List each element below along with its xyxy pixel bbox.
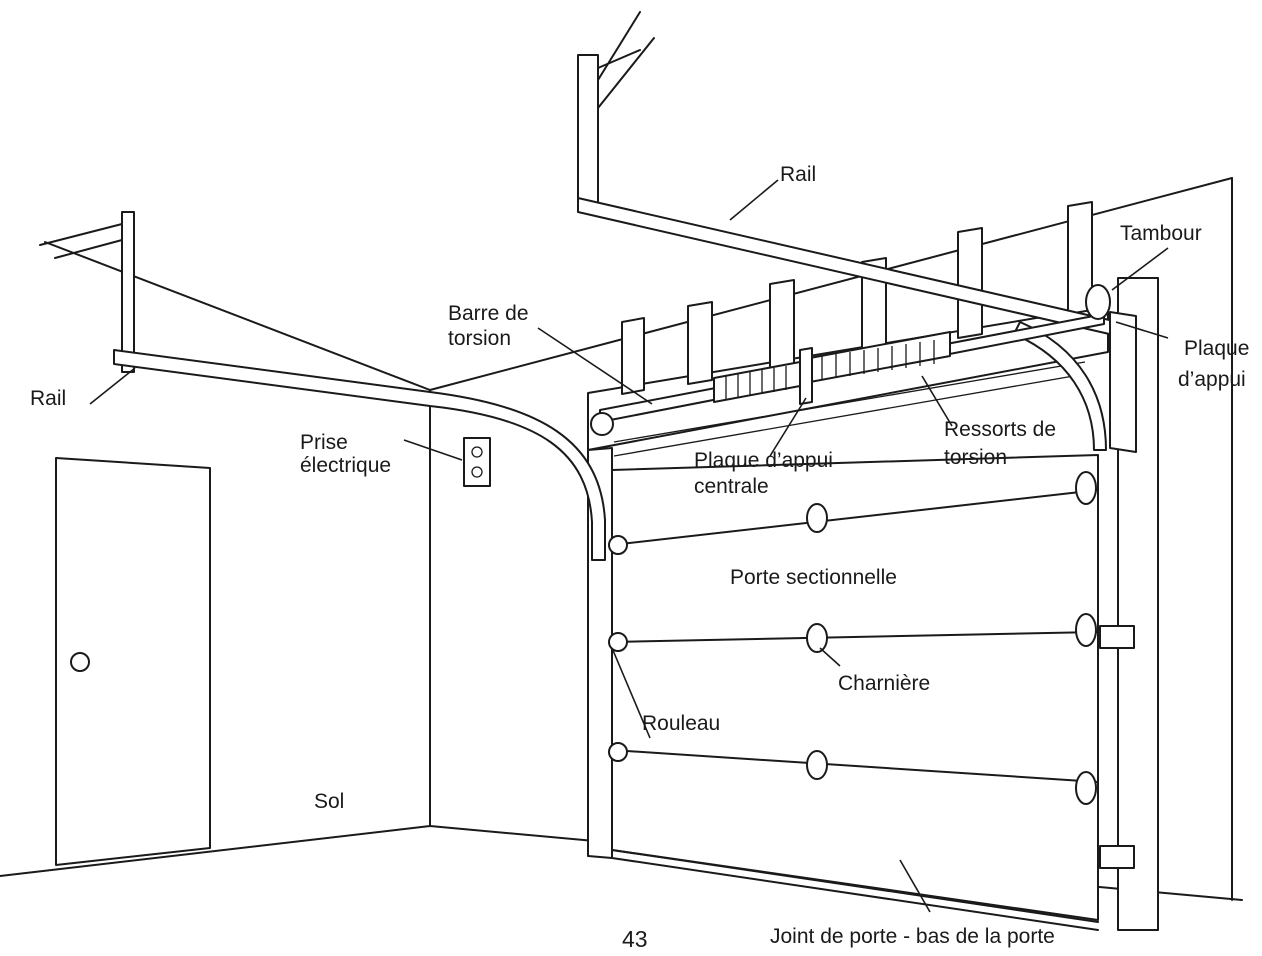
label-joint: Joint de porte - bas de la porte (770, 925, 1055, 948)
label-rail-left: Rail (30, 387, 66, 410)
interior-door (55, 457, 211, 866)
page-number: 43 (622, 926, 648, 951)
label-plaque-appui: d’appui (1178, 368, 1246, 391)
label-prise: Prise (300, 431, 348, 454)
label-barre-torsion: torsion (448, 327, 511, 350)
leader-lines (89, 179, 1169, 913)
label-rail-top: Rail (780, 163, 816, 186)
left-end-bearing (590, 412, 614, 436)
hinges (806, 471, 1097, 805)
label-porte-sectionnelle: Porte sectionnelle (730, 566, 897, 589)
label-ressorts: Ressorts de (944, 418, 1056, 441)
label-plaque: Plaque (1184, 337, 1249, 360)
label-rouleau: Rouleau (642, 712, 720, 735)
label-tambour: Tambour (1120, 222, 1202, 245)
door-knob (70, 652, 90, 672)
label-charniere: Charnière (838, 672, 930, 695)
drum (1085, 284, 1111, 320)
label-prise-electrique: électrique (300, 454, 391, 477)
sectional-door (611, 454, 1099, 931)
torsion-assembly (590, 284, 1111, 436)
rollers (608, 535, 628, 762)
label-plaque-centrale-2: centrale (694, 475, 769, 498)
label-barre-de: Barre de (448, 302, 529, 325)
label-plaque-centrale: Plaque d’appui (694, 449, 833, 472)
label-ressorts-torsion: torsion (944, 446, 1007, 469)
label-sol: Sol (314, 790, 344, 813)
diagram-labels: Rail Rail Tambour Barre de torsion Plaqu… (30, 163, 1249, 952)
left-track (39, 211, 606, 561)
electrical-outlet (463, 437, 491, 487)
